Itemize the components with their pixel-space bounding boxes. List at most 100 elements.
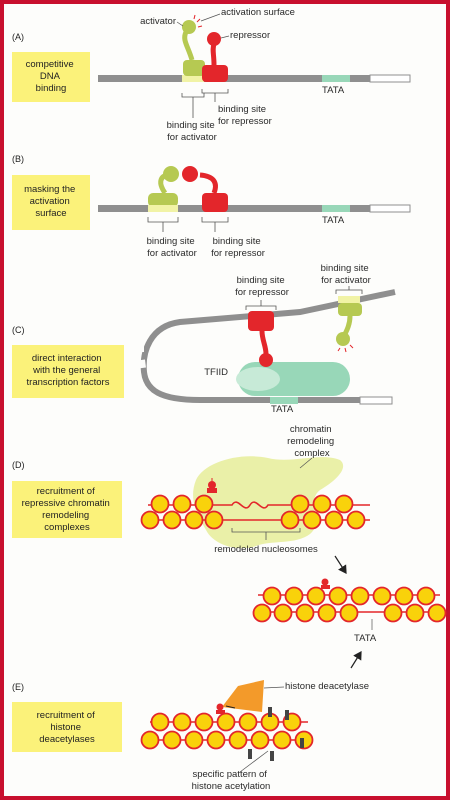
nucleosome	[350, 586, 370, 606]
nucleosome	[312, 494, 332, 514]
acetyl-tags	[248, 707, 304, 761]
nucleosome	[140, 510, 160, 530]
nucleosome	[394, 586, 414, 606]
panel-c: (C) direct interaction with the general …	[12, 263, 396, 415]
nucleosome	[328, 586, 348, 606]
nucleosome	[427, 603, 447, 623]
nucleosome	[194, 494, 214, 514]
panel-a: (A) competitive DNA binding TATA	[12, 7, 411, 143]
nucleosome	[372, 586, 392, 606]
panel-c-tag: (C)	[12, 325, 25, 335]
repressor-protein	[182, 166, 228, 212]
nucleosome	[284, 586, 304, 606]
activator-protein	[336, 303, 362, 346]
panel-b-tag: (B)	[12, 154, 24, 164]
nucleosome	[184, 730, 204, 750]
nucleosome	[150, 494, 170, 514]
bs-activator-label-b: binding site for activator	[147, 236, 198, 259]
dna-strand	[98, 205, 410, 212]
panel-d: (D) recruitment of repressive chromatin …	[12, 424, 370, 575]
nucleosome	[317, 603, 337, 623]
panel-b: (B) masking the activation surface TATA	[12, 154, 411, 259]
nucleosome	[238, 712, 258, 732]
bs-repressor-label-b: binding site for repressor	[211, 236, 265, 259]
panel-e-box	[12, 702, 122, 752]
nucleosome	[416, 586, 436, 606]
nucleosome	[346, 510, 366, 530]
panel-d-tag: (D)	[12, 460, 25, 470]
tata-label: TATA	[354, 633, 377, 644]
nucleosome	[280, 510, 300, 530]
panel-d-box	[12, 481, 122, 538]
nucleosome	[324, 510, 344, 530]
nucleosome	[184, 510, 204, 530]
nucleosome	[204, 510, 224, 530]
panel-c-box	[12, 345, 124, 398]
panel-d-box-text: recruitment of repressive chromatin remo…	[22, 486, 113, 533]
nucleosome	[162, 510, 182, 530]
panel-e: (E) recruitment of histone deacetylases …	[12, 680, 369, 792]
dna-strand	[98, 75, 410, 82]
nucleosome	[250, 730, 270, 750]
activator-label: activator	[140, 16, 176, 27]
nucleosome	[405, 603, 425, 623]
dna-loop	[140, 289, 396, 403]
panel-a-box	[12, 52, 90, 102]
panel-e-box-text: recruitment of histone deacetylases	[37, 710, 98, 745]
nucleosome	[334, 494, 354, 514]
nucleosome	[383, 603, 403, 623]
chromatin-complex-label: chromatin remodeling complex	[287, 424, 337, 459]
bs-activator-label-a: binding site for activator	[167, 120, 218, 143]
tata-box	[322, 205, 350, 212]
activator-protein	[148, 166, 179, 207]
histone-deacetylase-enzyme	[222, 680, 264, 712]
repressor-protein	[207, 478, 217, 493]
repressor-protein	[248, 311, 274, 367]
panel-a-tag: (A)	[12, 32, 24, 42]
panel-e-tag: (E)	[12, 682, 24, 692]
tata-box	[270, 397, 298, 404]
panel-c-box-text: direct interaction with the general tran…	[27, 353, 110, 388]
nucleosome-array-d	[140, 494, 366, 530]
tata-label: TATA	[322, 215, 345, 226]
nucleosome	[206, 730, 226, 750]
nucleosome	[228, 730, 248, 750]
tata-label: TATA	[271, 404, 294, 415]
repressor-label: repressor	[230, 30, 270, 41]
repressor-protein	[202, 32, 228, 82]
nucleosome	[302, 510, 322, 530]
nucleosome	[272, 730, 292, 750]
tata-box	[322, 75, 350, 82]
tata-label: TATA	[322, 85, 345, 96]
nucleosome	[262, 586, 282, 606]
remodeled-nucleosomes-label: remodeled nucleosomes	[214, 544, 318, 555]
nucleosome	[339, 603, 359, 623]
activation-surface-label: activation surface	[221, 7, 295, 18]
bs-activator-label-c: binding site for activator	[321, 263, 372, 286]
nucleosome	[252, 603, 272, 623]
nucleosome	[172, 494, 192, 514]
nucleosome	[140, 730, 160, 750]
nucleosome	[194, 712, 214, 732]
activation-surface-ticks	[193, 14, 203, 28]
arrow-e	[350, 650, 362, 669]
nucleosome	[162, 730, 182, 750]
nucleosome	[172, 712, 192, 732]
nucleosome	[150, 712, 170, 732]
panel-a-box-text: competitive DNA binding	[26, 59, 77, 94]
nucleosome	[216, 712, 236, 732]
nucleosome	[290, 494, 310, 514]
repressor-protein	[216, 703, 236, 714]
nucleosome	[273, 603, 293, 623]
bs-repressor-label-a: binding site for repressor	[218, 104, 272, 127]
histone-deacetylase-label: histone deacetylase	[285, 681, 369, 692]
panel-b-box-text: masking the activation surface	[24, 184, 78, 219]
nucleosome-array-result	[252, 586, 447, 623]
nucleosome	[295, 603, 315, 623]
result-array: TATA	[252, 578, 447, 669]
acetylation-label: specific pattern of histone acetylation	[192, 769, 271, 792]
panel-b-box	[12, 175, 90, 230]
tfiid-label: TFIID	[204, 367, 228, 378]
repressor-protein	[321, 578, 330, 589]
